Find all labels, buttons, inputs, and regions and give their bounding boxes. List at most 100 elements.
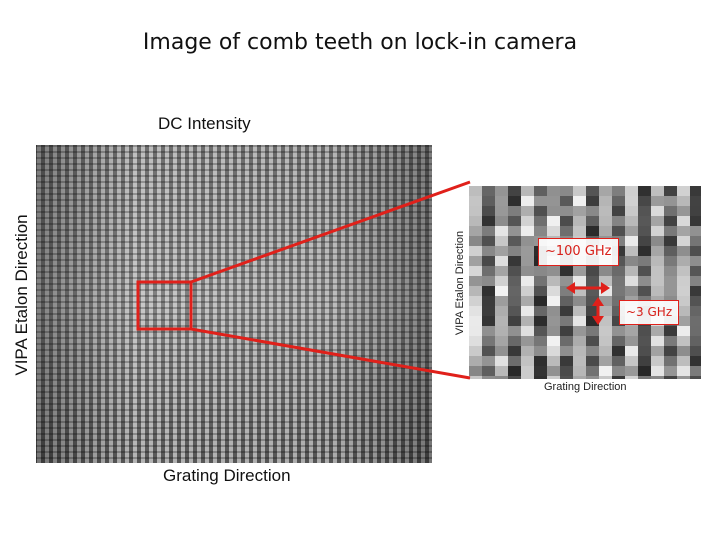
zoom-cell — [651, 376, 664, 379]
zoom-cell — [547, 366, 560, 376]
zoom-cell — [612, 196, 625, 206]
zoom-cell — [612, 216, 625, 226]
zoom-cell — [495, 236, 508, 246]
zoom-cell — [586, 366, 599, 376]
zoom-cell — [638, 266, 651, 276]
zoom-cell — [651, 266, 664, 276]
zoom-cell — [599, 366, 612, 376]
zoom-cell — [677, 306, 690, 316]
zoom-cell — [508, 186, 521, 196]
zoom-cell — [482, 296, 495, 306]
zoom-cell — [677, 226, 690, 236]
zoom-cell — [625, 186, 638, 196]
zoom-cell — [599, 186, 612, 196]
zoom-cell — [651, 366, 664, 376]
zoom-cell — [495, 356, 508, 366]
zoom-cell — [547, 196, 560, 206]
zoom-cell — [508, 326, 521, 336]
zoom-cell — [638, 276, 651, 286]
zoom-cell — [677, 356, 690, 366]
zoom-cell — [495, 366, 508, 376]
zoom-cell — [625, 196, 638, 206]
dc-intensity-image — [36, 145, 432, 463]
zoom-cell — [534, 346, 547, 356]
zoom-cell — [599, 316, 612, 326]
zoom-cell — [664, 236, 677, 246]
zoom-cell — [586, 266, 599, 276]
zoom-cell — [690, 236, 701, 246]
zoom-cell — [664, 246, 677, 256]
zoom-cell — [625, 336, 638, 346]
zoom-cell — [612, 336, 625, 346]
zoom-cell — [690, 276, 701, 286]
zoom-cell — [482, 336, 495, 346]
zoom-cell — [677, 246, 690, 256]
zoom-cell — [625, 326, 638, 336]
zoom-cell — [625, 276, 638, 286]
zoom-cell — [690, 196, 701, 206]
zoom-cell — [586, 276, 599, 286]
vertical-spacing-arrow — [592, 297, 604, 325]
zoom-cell — [495, 196, 508, 206]
zoom-cell — [690, 216, 701, 226]
zoom-cell — [469, 296, 482, 306]
zoom-cell — [586, 296, 599, 306]
zoom-cell — [495, 186, 508, 196]
zoom-cell — [534, 186, 547, 196]
zoom-cell — [534, 356, 547, 366]
zoom-cell — [586, 226, 599, 236]
zoom-cell — [573, 276, 586, 286]
zoom-cell — [482, 236, 495, 246]
zoom-cell — [651, 236, 664, 246]
zoom-cell — [677, 336, 690, 346]
zoom-cell — [690, 356, 701, 366]
zoom-cell — [599, 266, 612, 276]
zoom-cell — [482, 196, 495, 206]
zoom-cell — [521, 286, 534, 296]
zoom-cell — [521, 216, 534, 226]
zoom-cell — [586, 356, 599, 366]
zoom-cell — [534, 306, 547, 316]
zoom-cell — [521, 376, 534, 379]
zoom-cell — [573, 206, 586, 216]
zoom-cell — [495, 276, 508, 286]
zoom-cell — [586, 316, 599, 326]
zoom-cell — [560, 306, 573, 316]
zoom-cell — [495, 246, 508, 256]
zoom-cell — [469, 346, 482, 356]
zoom-cell — [521, 266, 534, 276]
zoom-cell — [625, 226, 638, 236]
zoom-cell — [560, 206, 573, 216]
zoom-cell — [495, 346, 508, 356]
zoom-cell — [560, 316, 573, 326]
zoom-cell — [469, 366, 482, 376]
zoom-cell — [612, 186, 625, 196]
zoom-cell — [495, 256, 508, 266]
zoom-cell — [573, 306, 586, 316]
zoom-cell — [651, 216, 664, 226]
zoom-cell — [651, 276, 664, 286]
zoom-cell — [482, 316, 495, 326]
zoom-cell — [508, 276, 521, 286]
zoom-cell — [690, 246, 701, 256]
zoom-cell — [560, 336, 573, 346]
zoom-cell — [508, 336, 521, 346]
zoom-cell — [521, 196, 534, 206]
zoom-cell — [469, 336, 482, 346]
zoom-cell — [547, 316, 560, 326]
zoom-cell — [495, 226, 508, 236]
zoom-cell — [573, 226, 586, 236]
zoom-cell — [508, 366, 521, 376]
zoom-cell — [664, 366, 677, 376]
zoom-cell — [651, 256, 664, 266]
zoom-cell — [508, 216, 521, 226]
zoom-cell — [612, 296, 625, 306]
zoom-cell — [586, 336, 599, 346]
zoom-cell — [547, 376, 560, 379]
zoom-cell — [534, 226, 547, 236]
zoom-cell — [638, 206, 651, 216]
zoom-cell — [495, 286, 508, 296]
zoom-cell — [560, 186, 573, 196]
zoom-cell — [521, 186, 534, 196]
